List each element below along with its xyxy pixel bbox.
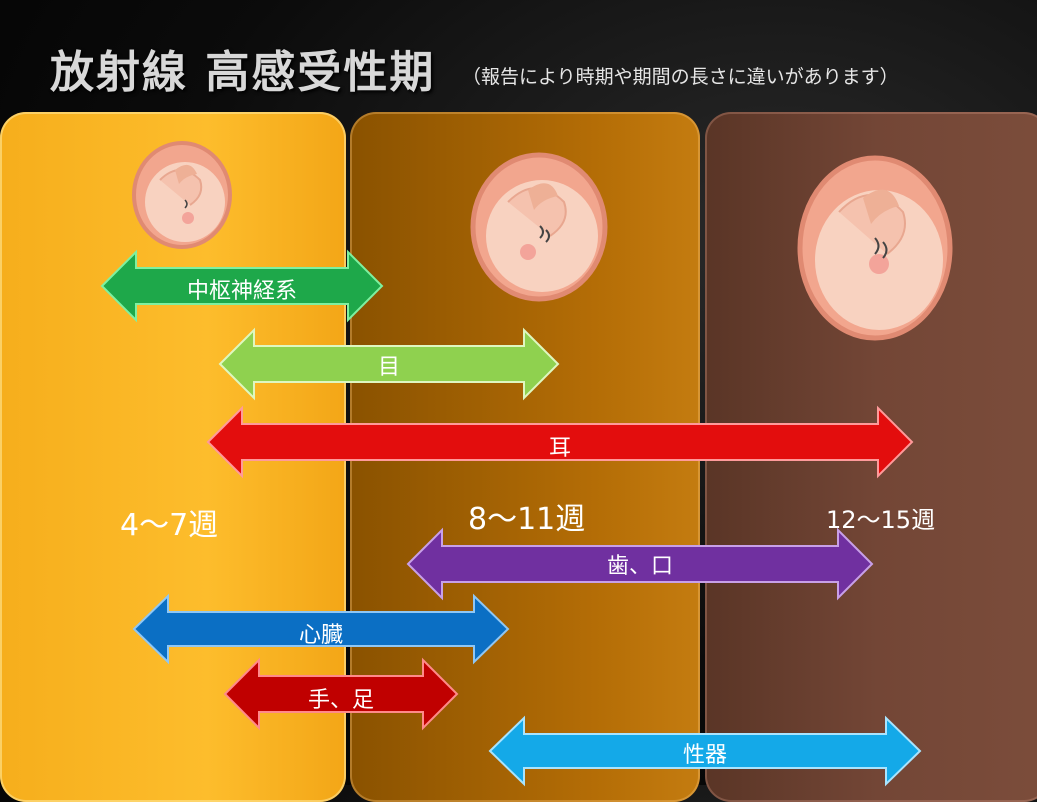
fetus-small-illustration bbox=[132, 141, 232, 249]
arrow-hands-feet: 手、足 bbox=[223, 657, 459, 731]
week-label-4-7: 4〜7週 bbox=[120, 508, 219, 543]
arrow-eye: 目 bbox=[218, 327, 560, 401]
week-label-8-11: 8〜11週 bbox=[468, 502, 586, 537]
week-label-12-15: 12〜15週 bbox=[826, 506, 936, 534]
arrow-label-cns: 中枢神経系 bbox=[186, 279, 297, 304]
slide-title: 放射線 高感受性期 bbox=[50, 47, 436, 98]
arrow-label-ear: 耳 bbox=[548, 436, 571, 461]
arrow-genitals: 性器 bbox=[488, 715, 922, 787]
arrow-label-genitals: 性器 bbox=[682, 743, 727, 768]
arrow-label-hands-feet: 手、足 bbox=[307, 688, 374, 713]
arrow-central-nervous-system: 中枢神経系 bbox=[100, 249, 384, 323]
arrow-teeth-mouth: 歯、口 bbox=[406, 527, 874, 601]
arrow-ear: 耳 bbox=[206, 405, 914, 479]
fetus-large-illustration bbox=[797, 155, 953, 341]
arrow-label-heart: 心臓 bbox=[298, 623, 343, 648]
fetus-medium-illustration bbox=[470, 152, 608, 302]
arrow-label-eye: 目 bbox=[377, 355, 400, 380]
arrow-heart: 心臓 bbox=[132, 593, 510, 665]
arrow-label-teeth-mouth: 歯、口 bbox=[606, 554, 673, 579]
slide-subtitle: （報告により時期や期間の長さに違いがあります） bbox=[462, 66, 899, 88]
